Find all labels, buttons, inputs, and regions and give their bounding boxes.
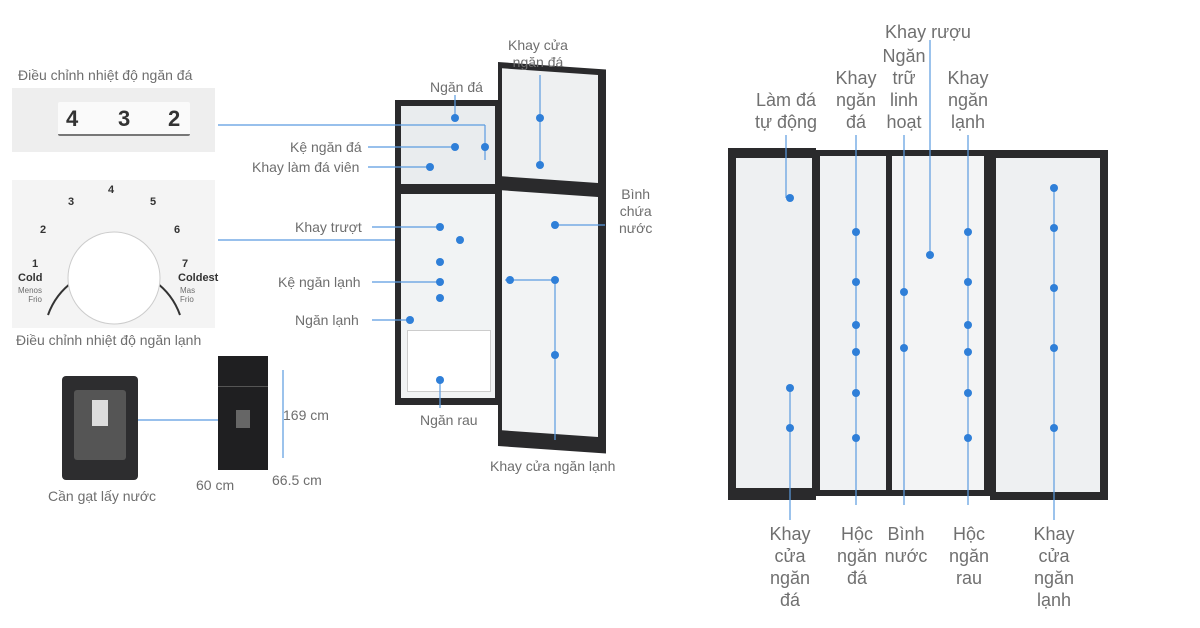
callout-dot	[964, 228, 972, 236]
dimension-width: 60 cm	[196, 477, 235, 493]
label-crisper: Ngăn rau	[420, 412, 478, 428]
callout-dot	[964, 434, 972, 442]
dial-cold-sub: Menos Frio	[17, 286, 42, 304]
callout-dot	[964, 321, 972, 329]
label-freezer-door-tray: Khay cửa ngăn đá	[508, 37, 568, 70]
freezer-digit: 3	[118, 106, 131, 131]
label-freezer-shelf: Kệ ngăn đá	[290, 139, 362, 155]
callout-dot	[1050, 184, 1058, 192]
dial-cold-label: Cold	[18, 272, 43, 284]
label-sbs-fridge-shelf: Khay ngăn lạnh	[947, 68, 989, 132]
dispenser-label: Cần gạt lấy nước	[48, 488, 157, 504]
callout-dot	[506, 276, 514, 284]
callout-dot	[852, 434, 860, 442]
freezer-control-panel: 4 3 2	[12, 88, 215, 152]
callout-dot	[852, 228, 860, 236]
callout-dot	[536, 161, 544, 169]
dial-number: 2	[40, 224, 47, 236]
callout-dot	[436, 223, 444, 231]
fridge-control-title: Điều chỉnh nhiệt độ ngăn lạnh	[16, 332, 202, 348]
dial-number: 7	[182, 258, 189, 270]
dial-number: 6	[174, 224, 181, 236]
callout-dot	[436, 376, 444, 384]
top-mount-fridge-body	[395, 100, 501, 405]
dimension-depth: 66.5 cm	[272, 472, 322, 488]
callout-dot	[964, 278, 972, 286]
sbs-right-door	[990, 150, 1108, 500]
fridge-thumbnail	[218, 356, 268, 470]
label-water-tank: Bình chứa nước	[619, 186, 653, 236]
callout-dot	[964, 389, 972, 397]
fridge-control-panel: 1 2 3 4 5 6 7 Cold Menos Frio Coldest Ma…	[12, 180, 219, 328]
callout-dot	[786, 194, 794, 202]
label-sliding-tray: Khay trượt	[295, 219, 362, 235]
callout-dot	[436, 258, 444, 266]
dial-number: 5	[150, 196, 157, 208]
callout-dot	[426, 163, 434, 171]
label-ice-tray: Khay làm đá viên	[252, 159, 360, 175]
callout-dot	[451, 114, 459, 122]
callout-dot	[964, 348, 972, 356]
sbs-cabinet	[816, 150, 990, 496]
label-sbs-freezer-door-tray: Khay cửa ngăn đá	[769, 524, 811, 610]
callout-dot	[926, 251, 934, 259]
label-fridge: Ngăn lạnh	[295, 312, 359, 328]
freezer-digit: 2	[168, 106, 181, 131]
callout-dot	[436, 294, 444, 302]
dial-number: 4	[108, 184, 115, 196]
dimension-height: 169 cm	[283, 407, 329, 423]
callout-dot	[786, 424, 794, 432]
dial-number: 3	[68, 196, 75, 208]
callout-dot	[551, 276, 559, 284]
callout-dot	[852, 278, 860, 286]
freezer-digit-wheel: 4 3 2	[58, 102, 190, 136]
callout-dot	[852, 348, 860, 356]
callout-dot	[1050, 344, 1058, 352]
callout-dot	[481, 143, 489, 151]
label-flex-storage: Ngăn trữ linh hoạt	[882, 46, 926, 132]
freezer-digit: 4	[66, 106, 79, 131]
callout-dot	[1050, 224, 1058, 232]
label-sbs-fridge-door-tray: Khay cửa ngăn lạnh	[1033, 524, 1075, 610]
callout-dot	[451, 143, 459, 151]
callout-dot	[436, 278, 444, 286]
callout-dot	[852, 389, 860, 397]
dial-graphic	[47, 231, 181, 325]
callout-dot	[456, 236, 464, 244]
label-crisper-drawer: Hộc ngăn rau	[948, 524, 990, 588]
label-freezer-drawer: Hộc ngăn đá	[836, 524, 878, 588]
sbs-left-door	[728, 148, 816, 500]
dial-coldest-sub: Mas Frio	[180, 286, 196, 304]
callout-dot	[1050, 284, 1058, 292]
label-fridge-door-tray: Khay cửa ngăn lạnh	[490, 458, 616, 474]
callout-dot	[900, 288, 908, 296]
callout-dot	[1050, 424, 1058, 432]
water-dispenser-image	[62, 376, 138, 480]
callout-dot	[536, 114, 544, 122]
label-sbs-freezer-shelf: Khay ngăn đá	[835, 68, 877, 132]
callout-dot	[551, 221, 559, 229]
label-wine-rack: Khay rượu	[885, 22, 971, 42]
callout-dot	[406, 316, 414, 324]
label-ice-maker: Làm đá tự động	[754, 90, 818, 132]
callout-dot	[900, 344, 908, 352]
label-sbs-water-tank: Bình nước	[884, 524, 928, 566]
callout-dot	[852, 321, 860, 329]
callout-dot	[551, 351, 559, 359]
freezer-control-title: Điều chỉnh nhiệt độ ngăn đá	[18, 67, 193, 83]
dial-number: 1	[32, 258, 39, 270]
label-freezer: Ngăn đá	[430, 79, 483, 95]
callout-dot	[786, 384, 794, 392]
dial-coldest-label: Coldest	[178, 272, 219, 284]
label-fridge-shelf: Kệ ngăn lạnh	[278, 274, 361, 290]
